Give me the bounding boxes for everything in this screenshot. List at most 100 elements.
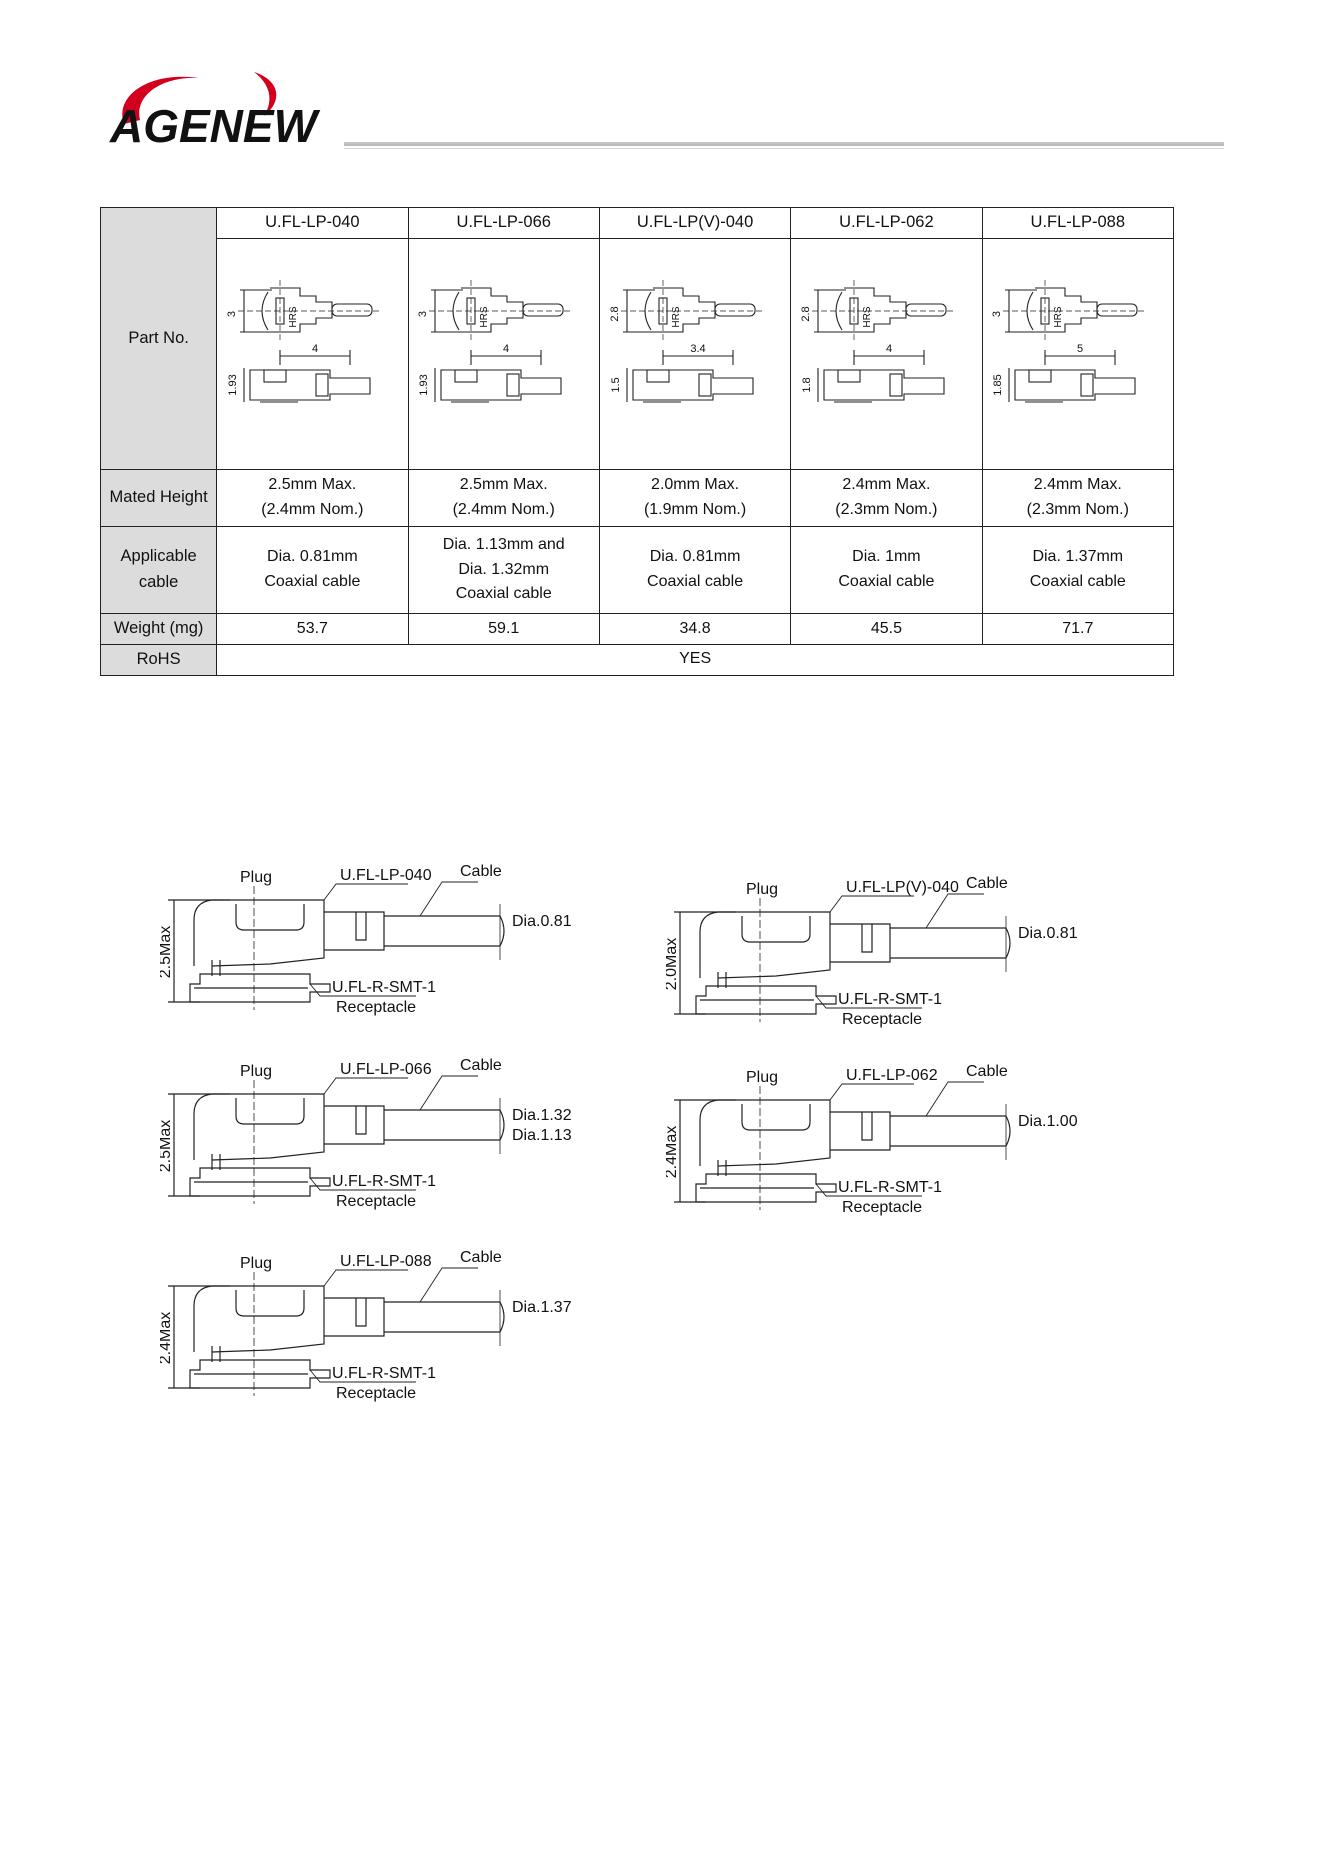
- drawing-lines: [429, 280, 572, 403]
- receptacle-label: Receptacle: [336, 999, 416, 1016]
- dim-length-label: 4: [886, 343, 892, 355]
- receptacle-label: Receptacle: [842, 1199, 922, 1216]
- part-name-cell: U.FL-LP-040: [216, 207, 409, 239]
- dim-side-height-label: 1.8: [801, 377, 813, 392]
- weight-cell: 45.5: [790, 613, 983, 645]
- receptacle-label: Receptacle: [336, 1193, 416, 1210]
- max-height-label: 2.4Max: [666, 1126, 680, 1178]
- part-name-cell: U.FL-LP-088: [981, 207, 1175, 239]
- row-label-weight: Weight (mg): [99, 613, 218, 645]
- drawing-cell: 3 HRS 4 1.93: [407, 238, 600, 470]
- part-name-cell: U.FL-LP-066: [407, 207, 600, 239]
- hrs-marking: HRS: [288, 306, 299, 327]
- row-label-mated-height: Mated Height: [99, 469, 218, 527]
- mated-height-cell: 2.5mm Max.(2.4mm Nom.): [216, 469, 409, 527]
- connector-drawing: 2.8 HRS 4 1.8: [800, 280, 954, 403]
- weight-cell: 71.7: [981, 613, 1175, 645]
- dim-length-label: 3.4: [690, 343, 705, 355]
- max-height-label: 2.0Max: [666, 938, 680, 990]
- dim-length-label: 4: [312, 343, 318, 355]
- plug-label: Plug: [240, 869, 272, 886]
- cable-diameter-label: Dia.1.32: [512, 1107, 572, 1124]
- drawing-lines: [1003, 280, 1146, 403]
- hrs-marking: HRS: [479, 306, 490, 327]
- plug-label: Plug: [240, 1063, 272, 1080]
- mated-height-cell: 2.4mm Max.(2.3mm Nom.): [790, 469, 983, 527]
- cross-section-diagram: 2.5Max Plug U.FL-LP-066 CableDia.1.32Dia.1.…: [160, 1057, 572, 1210]
- max-height-label: 2.4Max: [160, 1312, 174, 1364]
- section-lines: [168, 1267, 505, 1396]
- dim-height-label: 2.8: [800, 306, 812, 321]
- max-height-label: 2.5Max: [160, 1120, 174, 1172]
- cable-diameter-label: Dia.0.81: [512, 913, 572, 930]
- receptacle-part-label: U.FL-R-SMT-1: [838, 1179, 942, 1196]
- row-label-part-no: Part No.: [99, 207, 218, 470]
- receptacle-part-label: U.FL-R-SMT-1: [332, 979, 436, 996]
- hrs-marking: HRS: [1053, 306, 1064, 327]
- plug-part-label: U.FL-LP-062: [846, 1067, 938, 1084]
- receptacle-label: Receptacle: [336, 1385, 416, 1402]
- cable-label: Cable: [966, 1063, 1008, 1080]
- drawing-lines: [811, 280, 954, 403]
- connector-drawing: 3 HRS 5 1.85: [991, 280, 1146, 403]
- dim-height-label: 3: [226, 311, 238, 317]
- rohs-cell: YES: [216, 644, 1174, 676]
- cable-diameter-label: Dia.1.00: [1018, 1113, 1078, 1130]
- section-lines: [168, 881, 505, 1010]
- dim-length-label: 4: [503, 343, 509, 355]
- page-header: AGENEW: [104, 66, 1224, 156]
- dim-length-label: 5: [1077, 343, 1083, 355]
- receptacle-label: Receptacle: [842, 1011, 922, 1028]
- receptacle-part-label: U.FL-R-SMT-1: [838, 991, 942, 1008]
- spec-table: Part No. U.FL-LP-040 U.FL-LP-066 U.FL-LP…: [99, 207, 1175, 676]
- plug-label: Plug: [746, 881, 778, 898]
- dim-height-label: 3: [991, 311, 1003, 317]
- max-height-label: 2.5Max: [160, 926, 174, 978]
- cable-diameter-label: Dia.1.37: [512, 1299, 572, 1316]
- cable-label: Cable: [966, 875, 1008, 892]
- dim-height-label: 3: [417, 311, 429, 317]
- row-label-rohs: RoHS: [99, 644, 218, 676]
- drawing-lines: [237, 280, 380, 403]
- cable-label: Cable: [460, 863, 502, 880]
- header-rule-thin: [344, 148, 1224, 149]
- plug-part-label: U.FL-LP-040: [340, 867, 432, 884]
- dim-height-label: 2.8: [609, 306, 621, 321]
- cable-label: Cable: [460, 1057, 502, 1074]
- drawing-cell: 3 HRS 5 1.85: [981, 238, 1175, 470]
- hrs-marking: HRS: [862, 306, 873, 327]
- logo-wordmark: AGENEW: [109, 100, 321, 148]
- mated-height-cell: 2.5mm Max.(2.4mm Nom.): [407, 469, 600, 527]
- cross-section-diagram: 2.5Max Plug U.FL-LP-040 CableDia.0.81U.FL-R…: [160, 863, 572, 1016]
- cable-diameter-label: Dia.0.81: [1018, 925, 1078, 942]
- drawing-cell: 2.8 HRS 4 1.8: [790, 238, 983, 470]
- header-rule: [344, 142, 1224, 146]
- weight-cell: 53.7: [216, 613, 409, 645]
- part-name-cell: U.FL-LP-062: [790, 207, 983, 239]
- dim-side-height-label: 1.93: [418, 374, 430, 395]
- drawing-lines: [620, 280, 763, 403]
- weight-cell: 34.8: [598, 613, 792, 645]
- plug-part-label: U.FL-LP-066: [340, 1061, 432, 1078]
- agenew-logo: AGENEW: [109, 72, 321, 148]
- plug-label: Plug: [240, 1255, 272, 1272]
- hrs-marking: HRS: [671, 306, 682, 327]
- mated-height-cell: 2.0mm Max.(1.9mm Nom.): [598, 469, 792, 527]
- cable-diameter-label: Dia.1.13: [512, 1127, 572, 1144]
- connector-drawing: 3 HRS 4 1.93: [417, 280, 572, 403]
- dim-side-height-label: 1.85: [992, 374, 1004, 395]
- part-name-cell: U.FL-LP(V)-040: [598, 207, 792, 239]
- plug-part-label: U.FL-LP-088: [340, 1253, 432, 1270]
- section-lines: [674, 893, 1011, 1022]
